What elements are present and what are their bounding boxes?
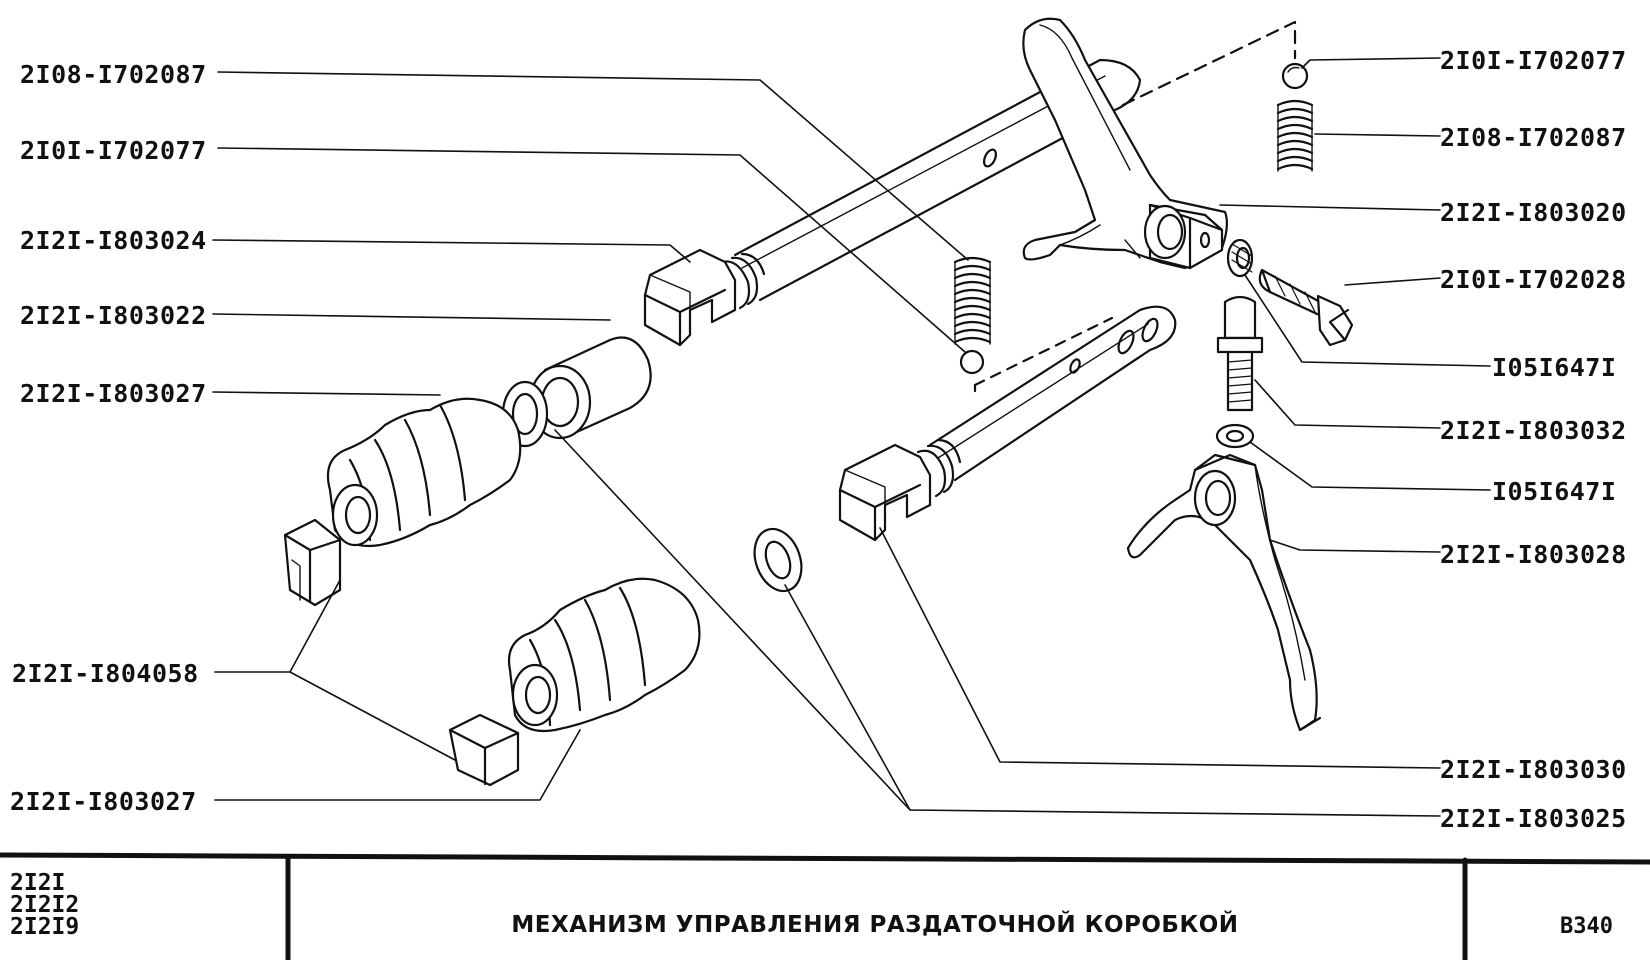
upper-rod-end — [643, 248, 737, 347]
ring-lower — [753, 527, 803, 593]
ball-center — [959, 349, 985, 375]
label-left-2: 2I0I-I702077 — [20, 136, 207, 165]
label-right-1: 2I0I-I702077 — [1440, 46, 1627, 75]
label-right-9: 2I2I-I803030 — [1440, 755, 1627, 784]
model-code-3: 2I2I9 — [10, 914, 80, 940]
clip-upper — [283, 518, 342, 607]
label-right-7: I05I647I — [1492, 477, 1617, 506]
lock-washer-upper — [1226, 238, 1254, 278]
label-left-1: 2I08-I702087 — [20, 60, 207, 89]
lower-rod-end — [838, 443, 932, 542]
model-code-1: 2I2I — [10, 870, 66, 896]
label-right-2: 2I08-I702087 — [1440, 123, 1627, 152]
upper-shift-fork — [1022, 17, 1229, 270]
spring-right — [1276, 99, 1314, 172]
leader-lines — [212, 57, 1491, 817]
label-left-5: 2I2I-I803027 — [20, 379, 207, 408]
sheet-code: В340 — [1560, 914, 1613, 939]
boot-lower — [507, 577, 701, 733]
label-right-8: 2I2I-I803028 — [1440, 540, 1627, 569]
lower-shift-fork — [1126, 453, 1322, 732]
spring-center — [953, 256, 992, 345]
label-left-3: 2I2I-I803024 — [20, 226, 207, 255]
bushing — [528, 336, 652, 440]
label-left-6: 2I2I-I804058 — [12, 659, 199, 688]
lock-washer-lower — [1215, 423, 1255, 449]
label-right-4: 2I0I-I702028 — [1440, 265, 1627, 294]
label-right-6: 2I2I-I803032 — [1440, 416, 1627, 445]
label-left-7: 2I2I-I803027 — [10, 787, 197, 816]
ball-right — [1281, 62, 1309, 90]
model-code-2: 2I2I2 — [10, 892, 80, 918]
label-right-10: 2I2I-I803025 — [1440, 804, 1627, 833]
label-right-5: I05I647I — [1492, 353, 1617, 382]
drawing-title: МЕХАНИЗМ УПРАВЛЕНИЯ РАЗДАТОЧНОЙ КОРОБКОЙ — [511, 912, 1239, 938]
clip-lower — [448, 713, 520, 787]
title-block-frame — [0, 852, 1650, 960]
stud — [1216, 295, 1264, 412]
bolt — [1258, 268, 1354, 347]
boot-upper — [326, 397, 522, 548]
lower-shift-rod — [916, 305, 1177, 498]
label-left-4: 2I2I-I803022 — [20, 301, 207, 330]
label-right-3: 2I2I-I803020 — [1440, 198, 1627, 227]
